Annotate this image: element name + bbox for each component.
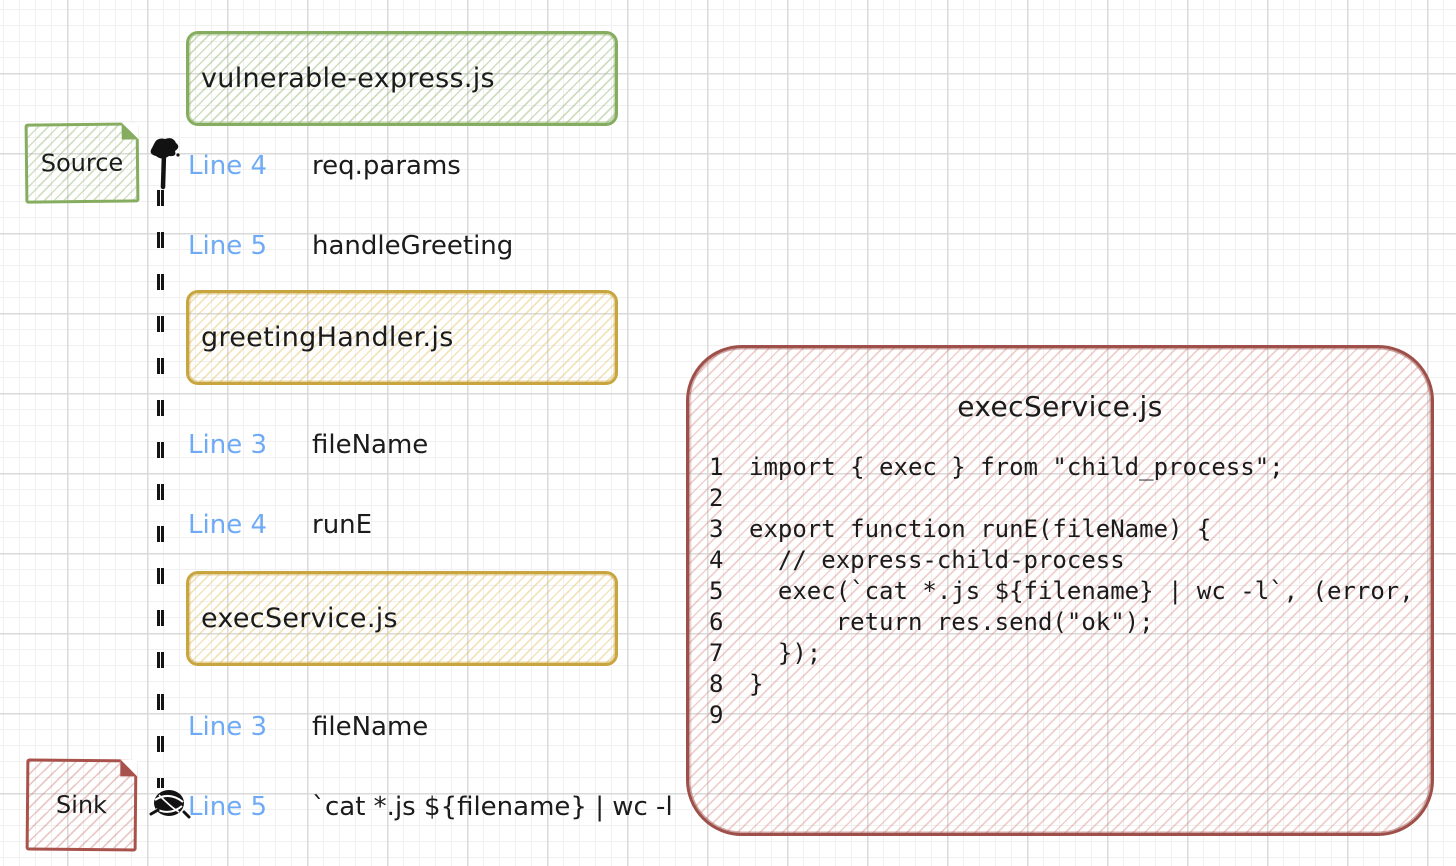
step-row: Line 3 fileName xyxy=(188,428,428,462)
line-number: 5 xyxy=(709,577,724,605)
taint-flow-dashed-line xyxy=(157,190,164,788)
step-value: handleGreeting xyxy=(312,231,514,261)
code-text: return res.send("ok"); xyxy=(749,608,1154,636)
source-note-label: Source xyxy=(40,148,124,178)
code-line: 7 }); xyxy=(709,638,1425,669)
pin-icon xyxy=(150,138,180,190)
code-line: 6 return res.send("ok"); xyxy=(709,607,1425,638)
file-card-greeting-handler: greetingHandler.js xyxy=(186,290,618,385)
folded-corner-icon xyxy=(120,759,138,777)
knot-icon xyxy=(149,790,191,819)
line-number: 6 xyxy=(709,608,724,636)
line-number: 3 xyxy=(709,515,724,543)
sink-note-label: Sink xyxy=(55,790,108,820)
step-value: fileName xyxy=(312,712,429,742)
code-text: }); xyxy=(749,639,822,667)
line-number: 2 xyxy=(709,484,724,512)
step-value: runE xyxy=(312,510,373,540)
folded-corner-icon xyxy=(121,122,139,140)
step-value: fileName xyxy=(312,430,429,460)
code-line: 2 xyxy=(709,483,1425,514)
step-row: Line 3 fileName xyxy=(188,710,428,744)
code-text: exec(`cat *.js ${filename} | wc -l`, (er… xyxy=(749,577,1414,605)
code-text: // express-child-process xyxy=(749,546,1125,574)
line-number: 4 xyxy=(709,546,724,574)
step-row: Line 5 `cat *.js ${filename} | wc -l xyxy=(188,790,673,824)
code-panel-exec-service: execService.js 1 import { exec } from "ch… xyxy=(686,345,1434,836)
code-line: 9 xyxy=(709,700,1425,731)
step-line-ref: Line 3 xyxy=(188,430,267,460)
code-text: } xyxy=(749,670,764,698)
code-panel-title: execService.js xyxy=(957,390,1163,423)
step-line-ref: Line 4 xyxy=(188,151,267,181)
code-line: 1 import { exec } from "child_process"; xyxy=(709,452,1425,483)
file-card-label: greetingHandler.js xyxy=(201,322,454,353)
line-number: 1 xyxy=(709,453,724,481)
step-row: Line 4 runE xyxy=(188,508,372,542)
file-card-vulnerable-express: vulnerable-express.js xyxy=(186,31,618,126)
step-line-ref: Line 4 xyxy=(188,510,267,540)
step-row: Line 5 handleGreeting xyxy=(188,229,513,263)
step-line-ref: Line 3 xyxy=(188,712,267,742)
file-card-label: execService.js xyxy=(201,603,398,634)
step-value: req.params xyxy=(312,151,461,181)
file-card-exec-service: execService.js xyxy=(186,571,618,666)
sink-note: Sink xyxy=(25,758,138,852)
source-note: Source xyxy=(24,122,140,204)
line-number: 8 xyxy=(709,670,724,698)
line-number: 9 xyxy=(709,701,724,729)
code-line: 3 export function runE(fileName) { xyxy=(709,514,1425,545)
code-line: 5 exec(`cat *.js ${filename} | wc -l`, (… xyxy=(709,576,1425,607)
step-row: Line 4 req.params xyxy=(188,149,461,183)
code-listing: 1 import { exec } from "child_process"; 2… xyxy=(709,452,1425,731)
code-line: 4 // express-child-process xyxy=(709,545,1425,576)
code-text: import { exec } from "child_process"; xyxy=(749,453,1284,481)
line-number: 7 xyxy=(709,639,724,667)
code-text: export function runE(fileName) { xyxy=(749,515,1212,543)
step-value: `cat *.js ${filename} | wc -l xyxy=(312,792,673,822)
file-card-label: vulnerable-express.js xyxy=(201,63,495,94)
code-line: 8} xyxy=(709,669,1425,700)
step-line-ref: Line 5 xyxy=(188,231,267,261)
step-line-ref: Line 5 xyxy=(188,792,267,822)
